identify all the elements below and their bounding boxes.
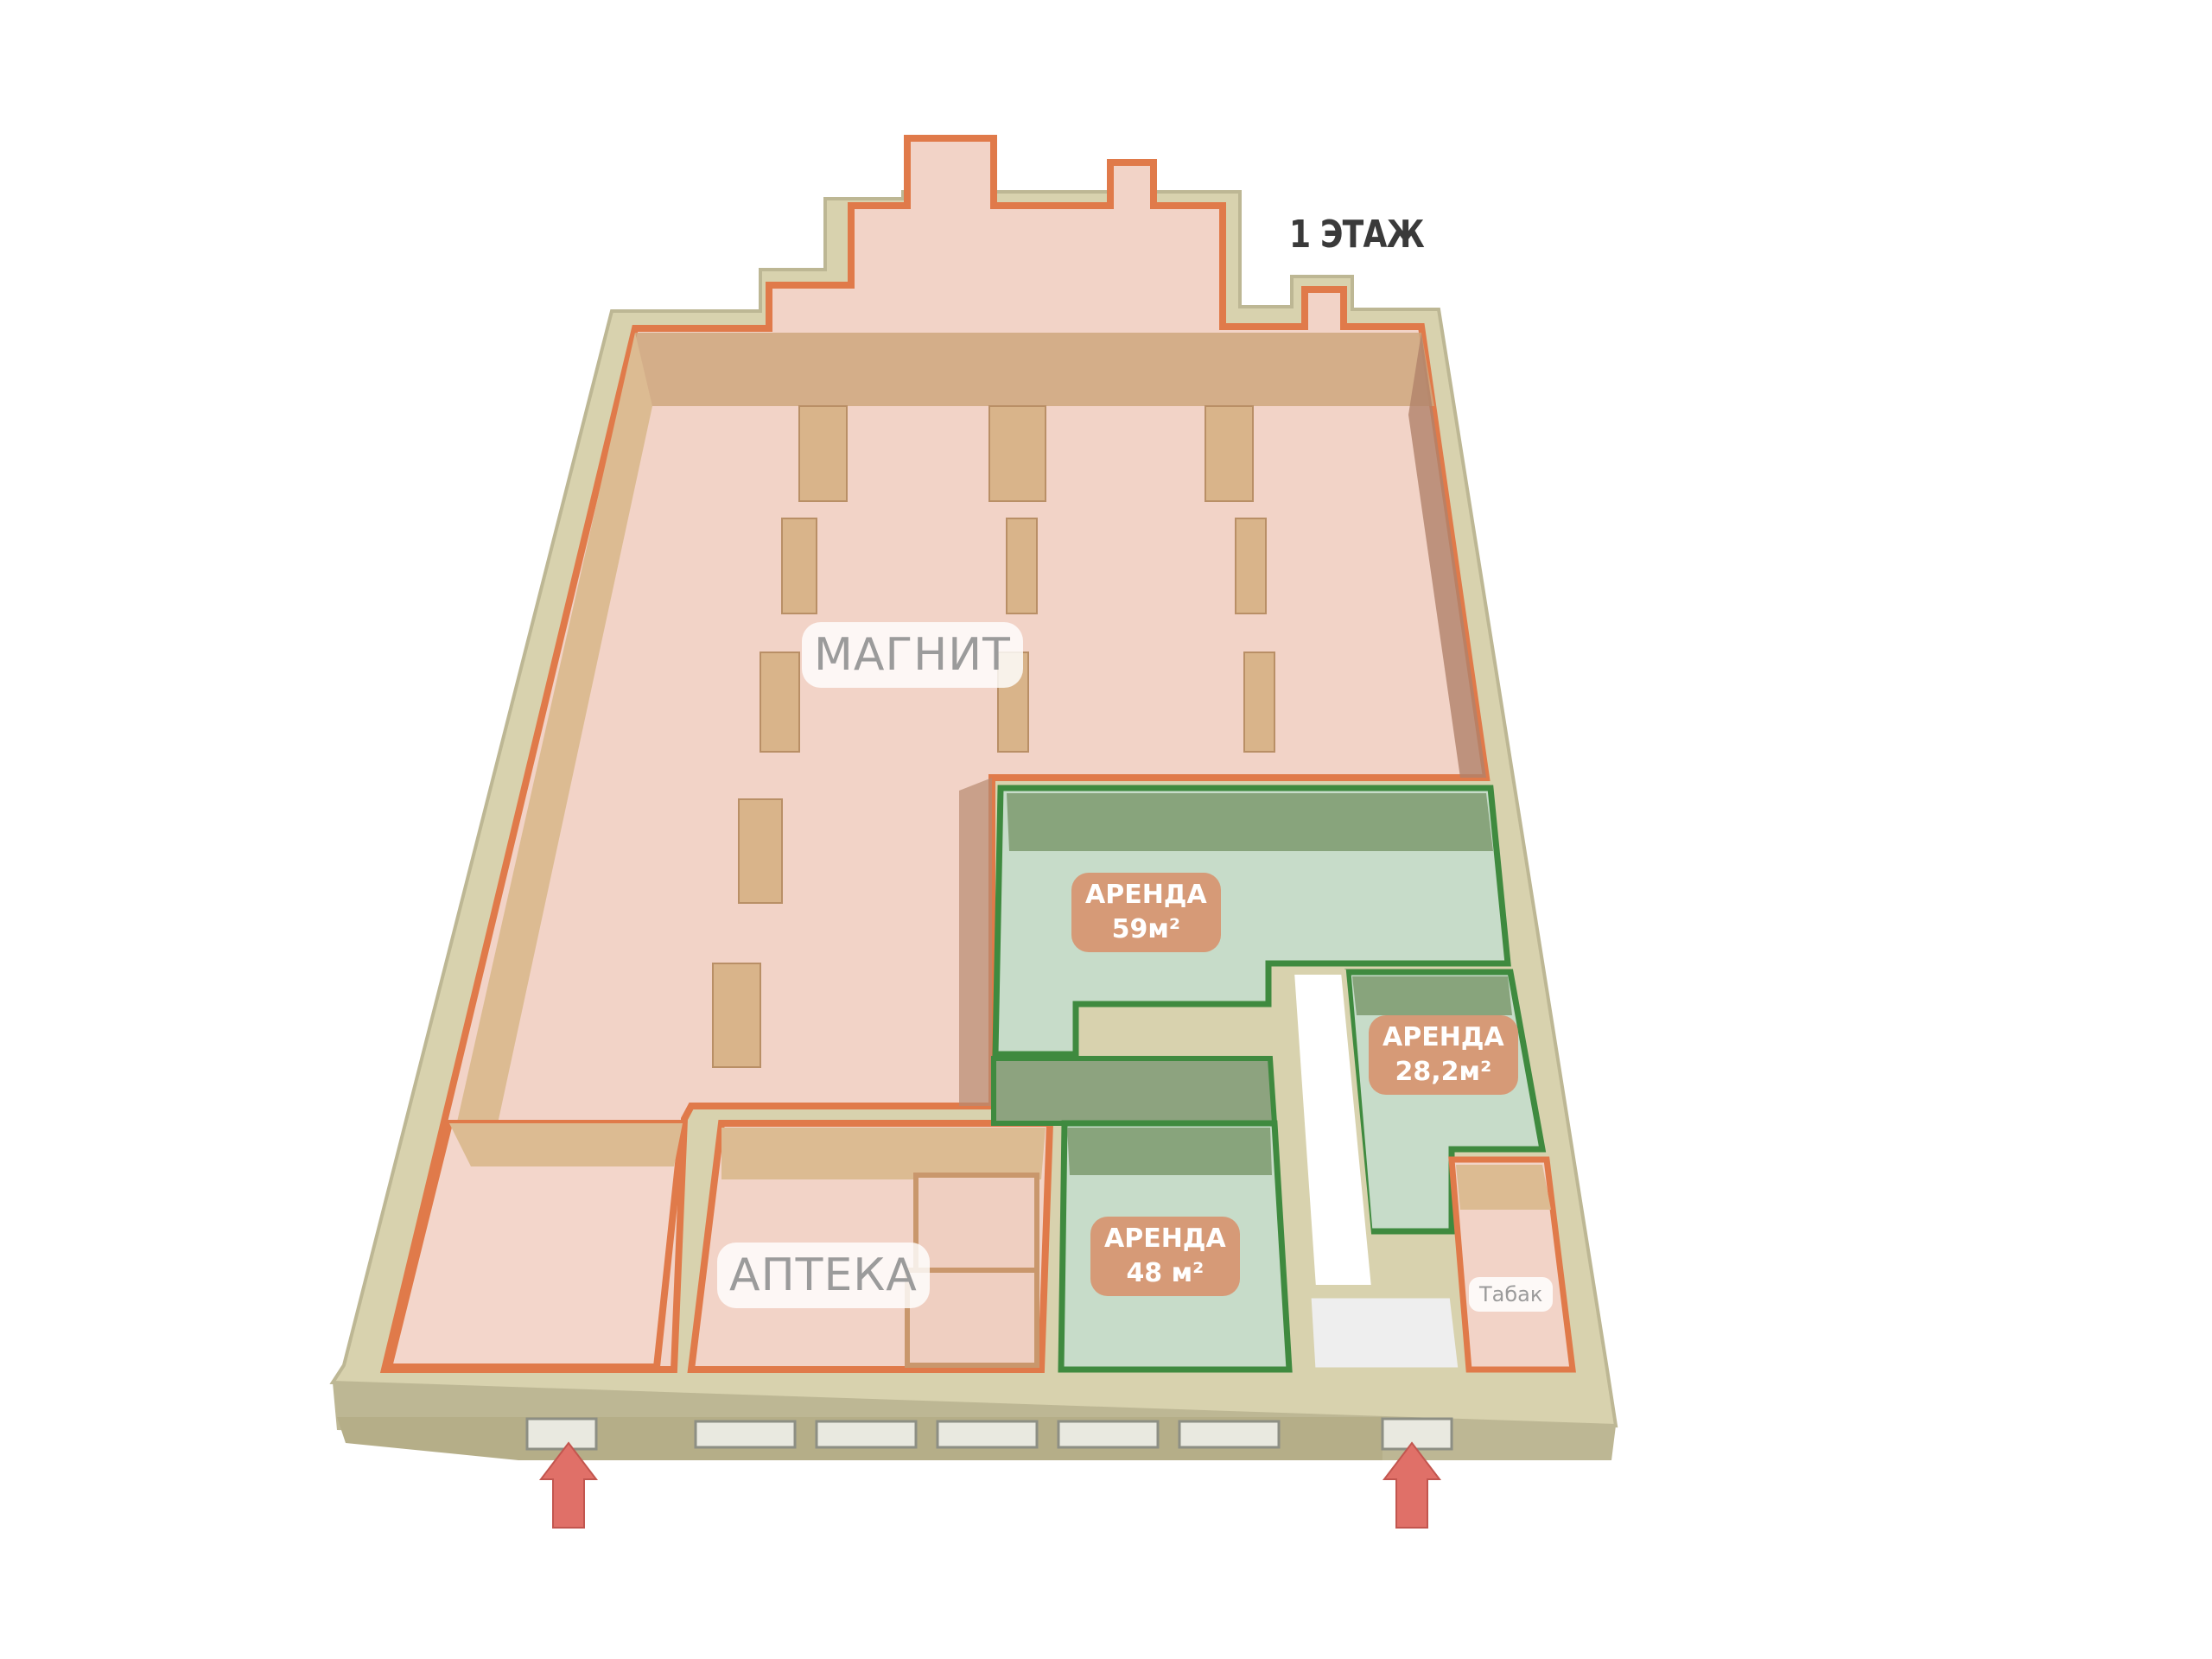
- column: [798, 405, 848, 502]
- column: [988, 405, 1046, 502]
- corridor: [1288, 969, 1377, 1290]
- apteka-back-wall: [721, 1128, 1046, 1179]
- left-front-unit: [384, 1120, 687, 1370]
- column: [738, 798, 783, 904]
- column: [1243, 652, 1275, 753]
- tabak-area: [1448, 1156, 1576, 1373]
- service-block: [991, 1056, 1278, 1126]
- tabak-wall: [1456, 1165, 1551, 1210]
- window: [936, 1420, 1039, 1449]
- rent-area-59: [992, 785, 1511, 1058]
- entrance-arrow-right-icon: [1382, 1441, 1442, 1529]
- service-block-floor: [991, 1056, 1278, 1126]
- floor-title: 1 ЭТАЖ: [1289, 213, 1425, 257]
- rent-59-floor: [992, 785, 1511, 1058]
- left-front-unit-wall: [449, 1123, 683, 1166]
- entrance-vestibule: [1306, 1294, 1463, 1372]
- rent-badge-48: АРЕНДА 48 м²: [1090, 1217, 1240, 1296]
- rent-label: АРЕНДА: [1085, 880, 1207, 910]
- magnit-left-wall: [406, 333, 652, 1348]
- rent-area: 48 м²: [1126, 1258, 1205, 1288]
- tenant-label-tabak: Табак: [1469, 1277, 1554, 1312]
- column: [781, 518, 817, 614]
- rent-59-back-wall: [1007, 793, 1493, 851]
- entrance-arrow-left-icon: [538, 1441, 599, 1529]
- rent-area: 28,2м²: [1395, 1057, 1492, 1087]
- column: [1205, 405, 1254, 502]
- door: [525, 1417, 598, 1451]
- front-windows: [525, 1417, 1453, 1451]
- rent-badge-59: АРЕНДА 59м²: [1071, 873, 1221, 952]
- window: [694, 1420, 797, 1449]
- column: [760, 652, 800, 753]
- magnit-right-wall: [1408, 333, 1486, 778]
- door: [1381, 1417, 1453, 1451]
- rent-area: 59м²: [1111, 914, 1181, 944]
- column: [1006, 518, 1038, 614]
- rent-label: АРЕНДА: [1104, 1224, 1226, 1254]
- columns: [712, 405, 1275, 1068]
- column: [712, 963, 761, 1068]
- window: [815, 1420, 918, 1449]
- window: [1178, 1420, 1281, 1449]
- apteka-room: [913, 1173, 1039, 1273]
- tabak-floor: [1448, 1156, 1576, 1373]
- tenant-label-apteka: АПТЕКА: [717, 1243, 930, 1308]
- rent-badge-28: АРЕНДА 28,2м²: [1369, 1015, 1518, 1095]
- tenant-label-magnit: МАГНИТ: [802, 622, 1023, 688]
- magnit-mid-wall: [959, 778, 992, 1106]
- magnit-back-wall: [635, 333, 1434, 406]
- rent-label: АРЕНДА: [1382, 1022, 1504, 1052]
- window: [1057, 1420, 1160, 1449]
- rent-28-wall: [1352, 976, 1512, 1015]
- column: [1235, 518, 1267, 614]
- rent-48-wall: [1067, 1128, 1272, 1175]
